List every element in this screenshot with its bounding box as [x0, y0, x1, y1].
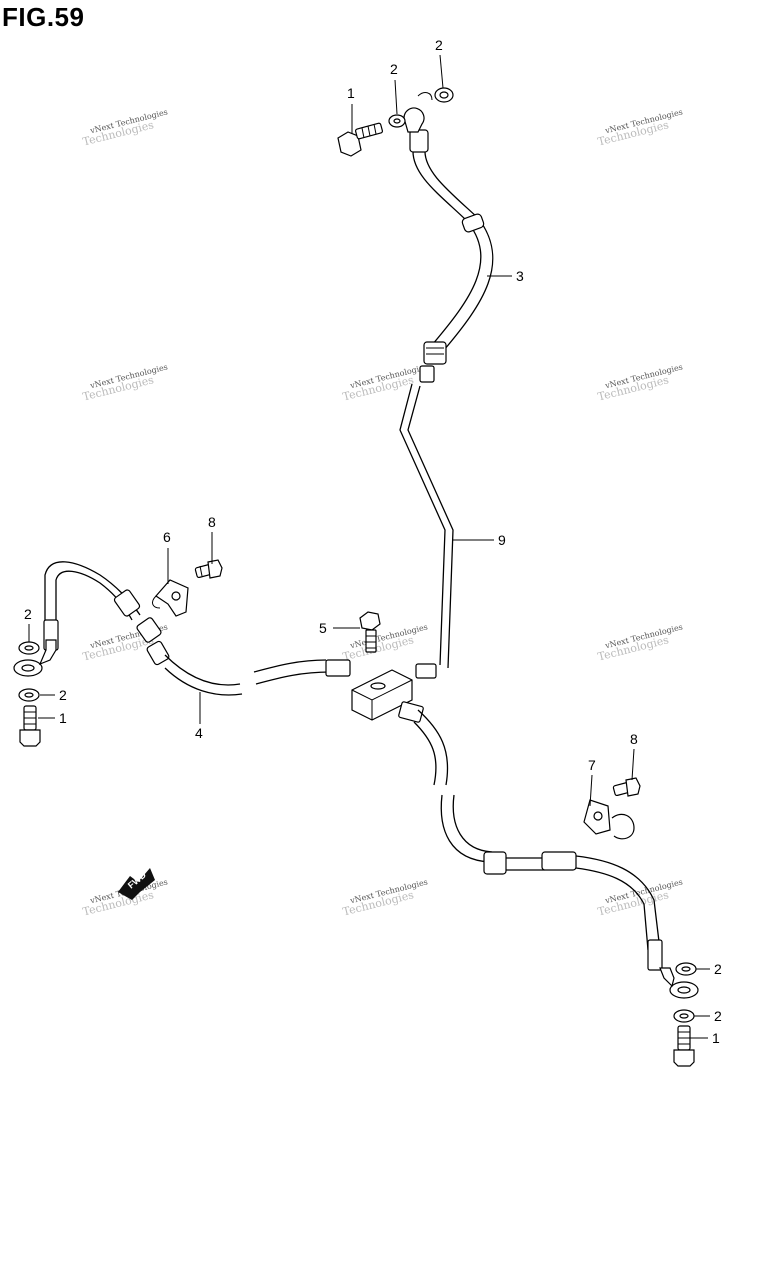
- right-banjo-bolt: [673, 1025, 695, 1067]
- callout-left-washer-upper: 2: [24, 606, 32, 622]
- callout-right-clamp-bolt: 8: [630, 731, 638, 747]
- brake-junction-block: [351, 669, 413, 721]
- watermark: Technologies vNext Technologies: [596, 107, 683, 148]
- callout-right-washer-lower: 2: [714, 1008, 722, 1024]
- top-clip: [417, 92, 433, 101]
- junction-mount-bolt: [359, 611, 381, 653]
- figure-title: FIG.59: [2, 2, 85, 32]
- callout-left-clamp: 6: [163, 529, 171, 545]
- callout-top-bolt: 1: [347, 85, 355, 101]
- right-washer-lower: [673, 1009, 695, 1023]
- callout-right-bolt: 1: [712, 1030, 720, 1046]
- callout-upper-hose: 3: [516, 268, 524, 284]
- upper-brake-hose: [403, 107, 494, 383]
- right-brake-hose: [398, 701, 663, 971]
- watermark: Technologies vNext Technologies: [341, 877, 428, 918]
- callout-left-hose: 4: [195, 725, 203, 741]
- left-banjo-bolt: [19, 705, 41, 747]
- callout-right-clamp: 7: [588, 757, 596, 773]
- right-hose-clamp: [583, 799, 635, 840]
- top-washer-a: [388, 114, 406, 128]
- watermark: Technologies vNext Technologies: [81, 362, 168, 403]
- left-washer-lower: [18, 688, 40, 702]
- callout-pipe: 9: [498, 532, 506, 548]
- top-washer-b: [434, 87, 454, 103]
- leader-lines: [28, 54, 710, 1039]
- callout-top-washer-a: 2: [390, 61, 398, 77]
- callout-junction-bolt: 5: [319, 620, 327, 636]
- callout-labels: 1 2 2 3 9 6 8 2 2 1 5 4 7 8 2 2 1: [24, 37, 722, 1046]
- brake-pipe: [399, 383, 454, 679]
- watermark: Technologies vNext Technologies: [341, 622, 428, 663]
- callout-left-clamp-bolt: 8: [208, 514, 216, 530]
- top-banjo-bolt: [337, 122, 384, 157]
- callout-top-washer-b: 2: [435, 37, 443, 53]
- left-clamp-bolt: [194, 559, 223, 579]
- watermark-group: Technologies vNext Technologies Technolo…: [81, 107, 683, 918]
- right-washer-upper: [675, 962, 697, 976]
- watermark: Technologies vNext Technologies: [81, 107, 168, 148]
- watermark: Technologies vNext Technologies: [596, 622, 683, 663]
- callout-left-bolt: 1: [59, 710, 67, 726]
- watermark: Technologies vNext Technologies: [596, 362, 683, 403]
- right-clamp-bolt: [612, 777, 641, 797]
- left-hose-clamp: [152, 579, 189, 617]
- left-banjo-fitting: [13, 639, 57, 677]
- callout-right-washer-upper: 2: [714, 961, 722, 977]
- right-banjo-fitting: [659, 967, 699, 999]
- left-washer-upper: [18, 641, 40, 655]
- left-brake-hose: [43, 561, 351, 696]
- callout-left-washer-lower: 2: [59, 687, 67, 703]
